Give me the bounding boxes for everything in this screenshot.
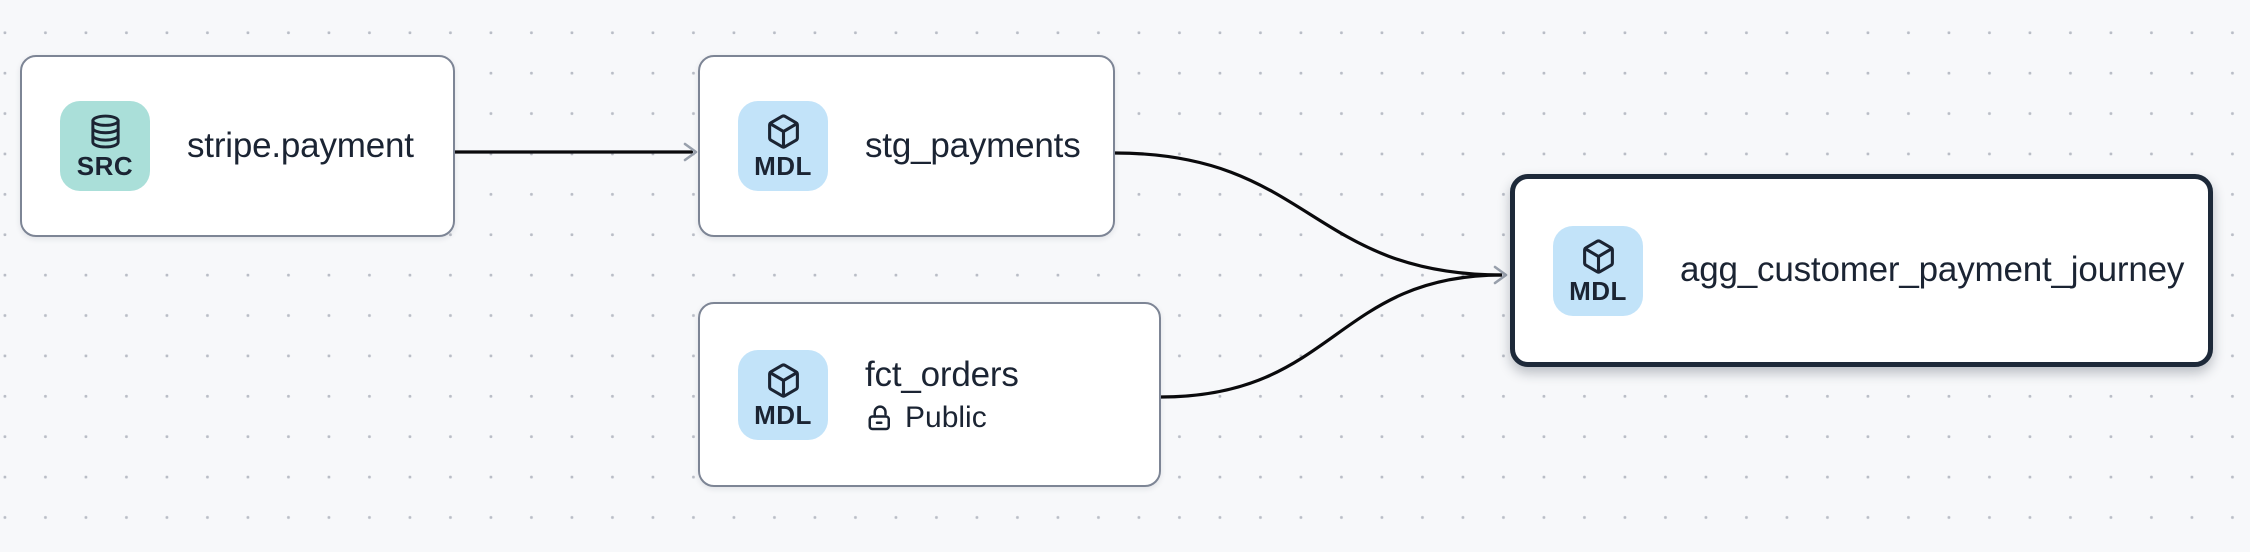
model-type-badge: MDL xyxy=(1553,225,1643,316)
badge-label: MDL xyxy=(754,151,812,181)
node-stripe-payment[interactable]: SRC stripe.payment xyxy=(20,55,455,237)
database-icon xyxy=(90,114,120,149)
model-type-badge: MDL xyxy=(738,101,828,191)
access-label: Public xyxy=(905,400,987,434)
badge-label: MDL xyxy=(754,399,812,430)
access-row: Public xyxy=(865,400,1019,434)
node-label: agg_customer_payment_journey xyxy=(1680,250,2185,290)
cube-icon xyxy=(767,114,799,149)
node-stg-payments[interactable]: MDL stg_payments xyxy=(698,55,1115,237)
cube-icon xyxy=(767,362,799,398)
source-type-badge: SRC xyxy=(60,101,150,191)
cube-icon xyxy=(1582,238,1614,274)
node-agg-customer-payment-journey[interactable]: MDL agg_customer_payment_journey xyxy=(1510,174,2213,367)
edge-fct-orders-to-agg-customer-payment-journey[interactable] xyxy=(1160,273,1503,399)
badge-label: SRC xyxy=(76,151,134,181)
arrowhead-icon xyxy=(1493,265,1508,285)
edge-stg-payments-to-agg-customer-payment-journey[interactable] xyxy=(1114,151,1503,277)
node-label: stg_payments xyxy=(865,125,1081,165)
arrowhead-icon xyxy=(683,142,698,162)
badge-label: MDL xyxy=(1569,275,1627,306)
node-label: stripe.payment xyxy=(187,125,414,165)
model-type-badge: MDL xyxy=(738,349,828,440)
unlock-icon xyxy=(868,405,890,431)
node-fct-orders[interactable]: MDL fct_orders Public xyxy=(698,302,1161,487)
node-label: fct_orders xyxy=(865,355,1019,395)
